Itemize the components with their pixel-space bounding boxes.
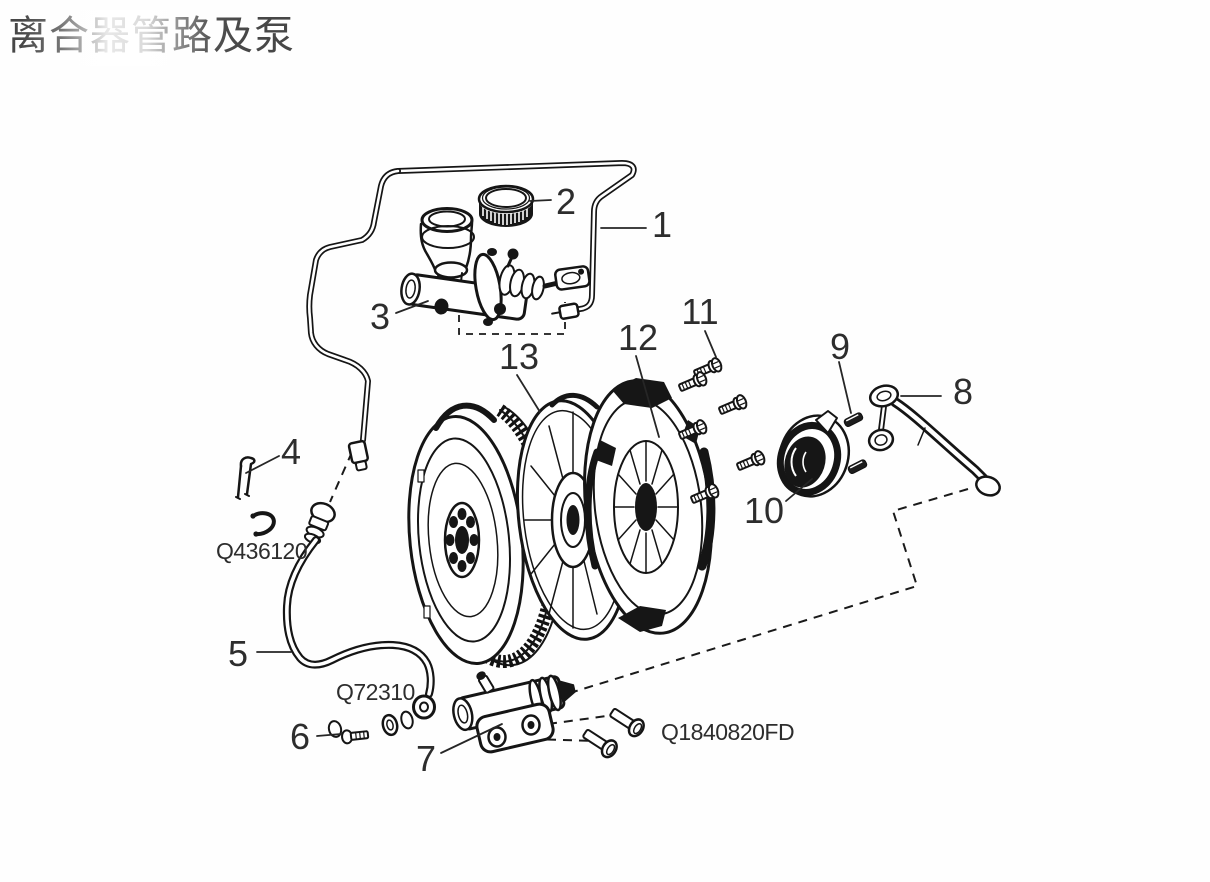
pressure-plate-drawing	[583, 378, 716, 635]
callout-12: 12	[618, 317, 658, 358]
callout-4: 4	[281, 431, 301, 472]
callout-5: 5	[228, 633, 248, 674]
pipe-to-hose-dashed-line	[329, 451, 353, 503]
callout-6: 6	[290, 716, 310, 757]
slave-cylinder-drawing	[452, 671, 576, 754]
clutch-pipe-drawing	[306, 160, 637, 472]
retaining-clip-drawing	[250, 511, 276, 537]
bolt-dashed-line-upper	[547, 714, 615, 725]
callout-10: 10	[744, 490, 784, 531]
part-code-q72310: Q72310	[336, 679, 415, 705]
assembly-dashed-lines	[329, 302, 969, 742]
diaphragm-fingers	[613, 440, 679, 574]
callout-1: 1	[652, 204, 672, 245]
hose-upper-fitting	[303, 501, 336, 545]
reservoir-cap-drawing	[477, 184, 535, 227]
pushrod-clevis	[554, 265, 591, 291]
clutch-hose-drawing	[282, 501, 436, 738]
part-code-q436120: Q436120	[216, 538, 307, 564]
pipe-end-fitting	[347, 439, 369, 472]
callout-labels: 1 2 3 4 5 6 7 8 9 10 11 12 13	[228, 181, 973, 779]
part-code-q1840820fd: Q1840820FD	[661, 719, 794, 745]
master-cylinder-drawing	[400, 207, 591, 326]
callout-8: 8	[953, 371, 973, 412]
callout-2: 2	[556, 181, 576, 222]
callout-13: 13	[499, 336, 539, 377]
callout-11: 11	[681, 291, 718, 332]
banjo-bolt-drawing	[341, 729, 370, 745]
mounting-bolts-drawing	[578, 703, 648, 762]
release-fork-drawing	[867, 384, 1001, 497]
leader-lines	[245, 199, 942, 754]
bolt-dashed-line-lower	[530, 738, 598, 742]
part-code-labels: Q436120 Q72310 Q1840820FD	[216, 538, 795, 745]
callout-7: 7	[416, 738, 436, 779]
cap-knurling	[482, 206, 528, 225]
callout-3: 3	[370, 296, 390, 337]
pipe-union-fitting	[551, 302, 580, 320]
callout-9: 9	[830, 326, 850, 367]
pipe-clip-drawing	[235, 456, 256, 500]
fork-to-slave-dashed-line	[572, 488, 969, 693]
pushrod-dashed-box	[458, 302, 566, 335]
